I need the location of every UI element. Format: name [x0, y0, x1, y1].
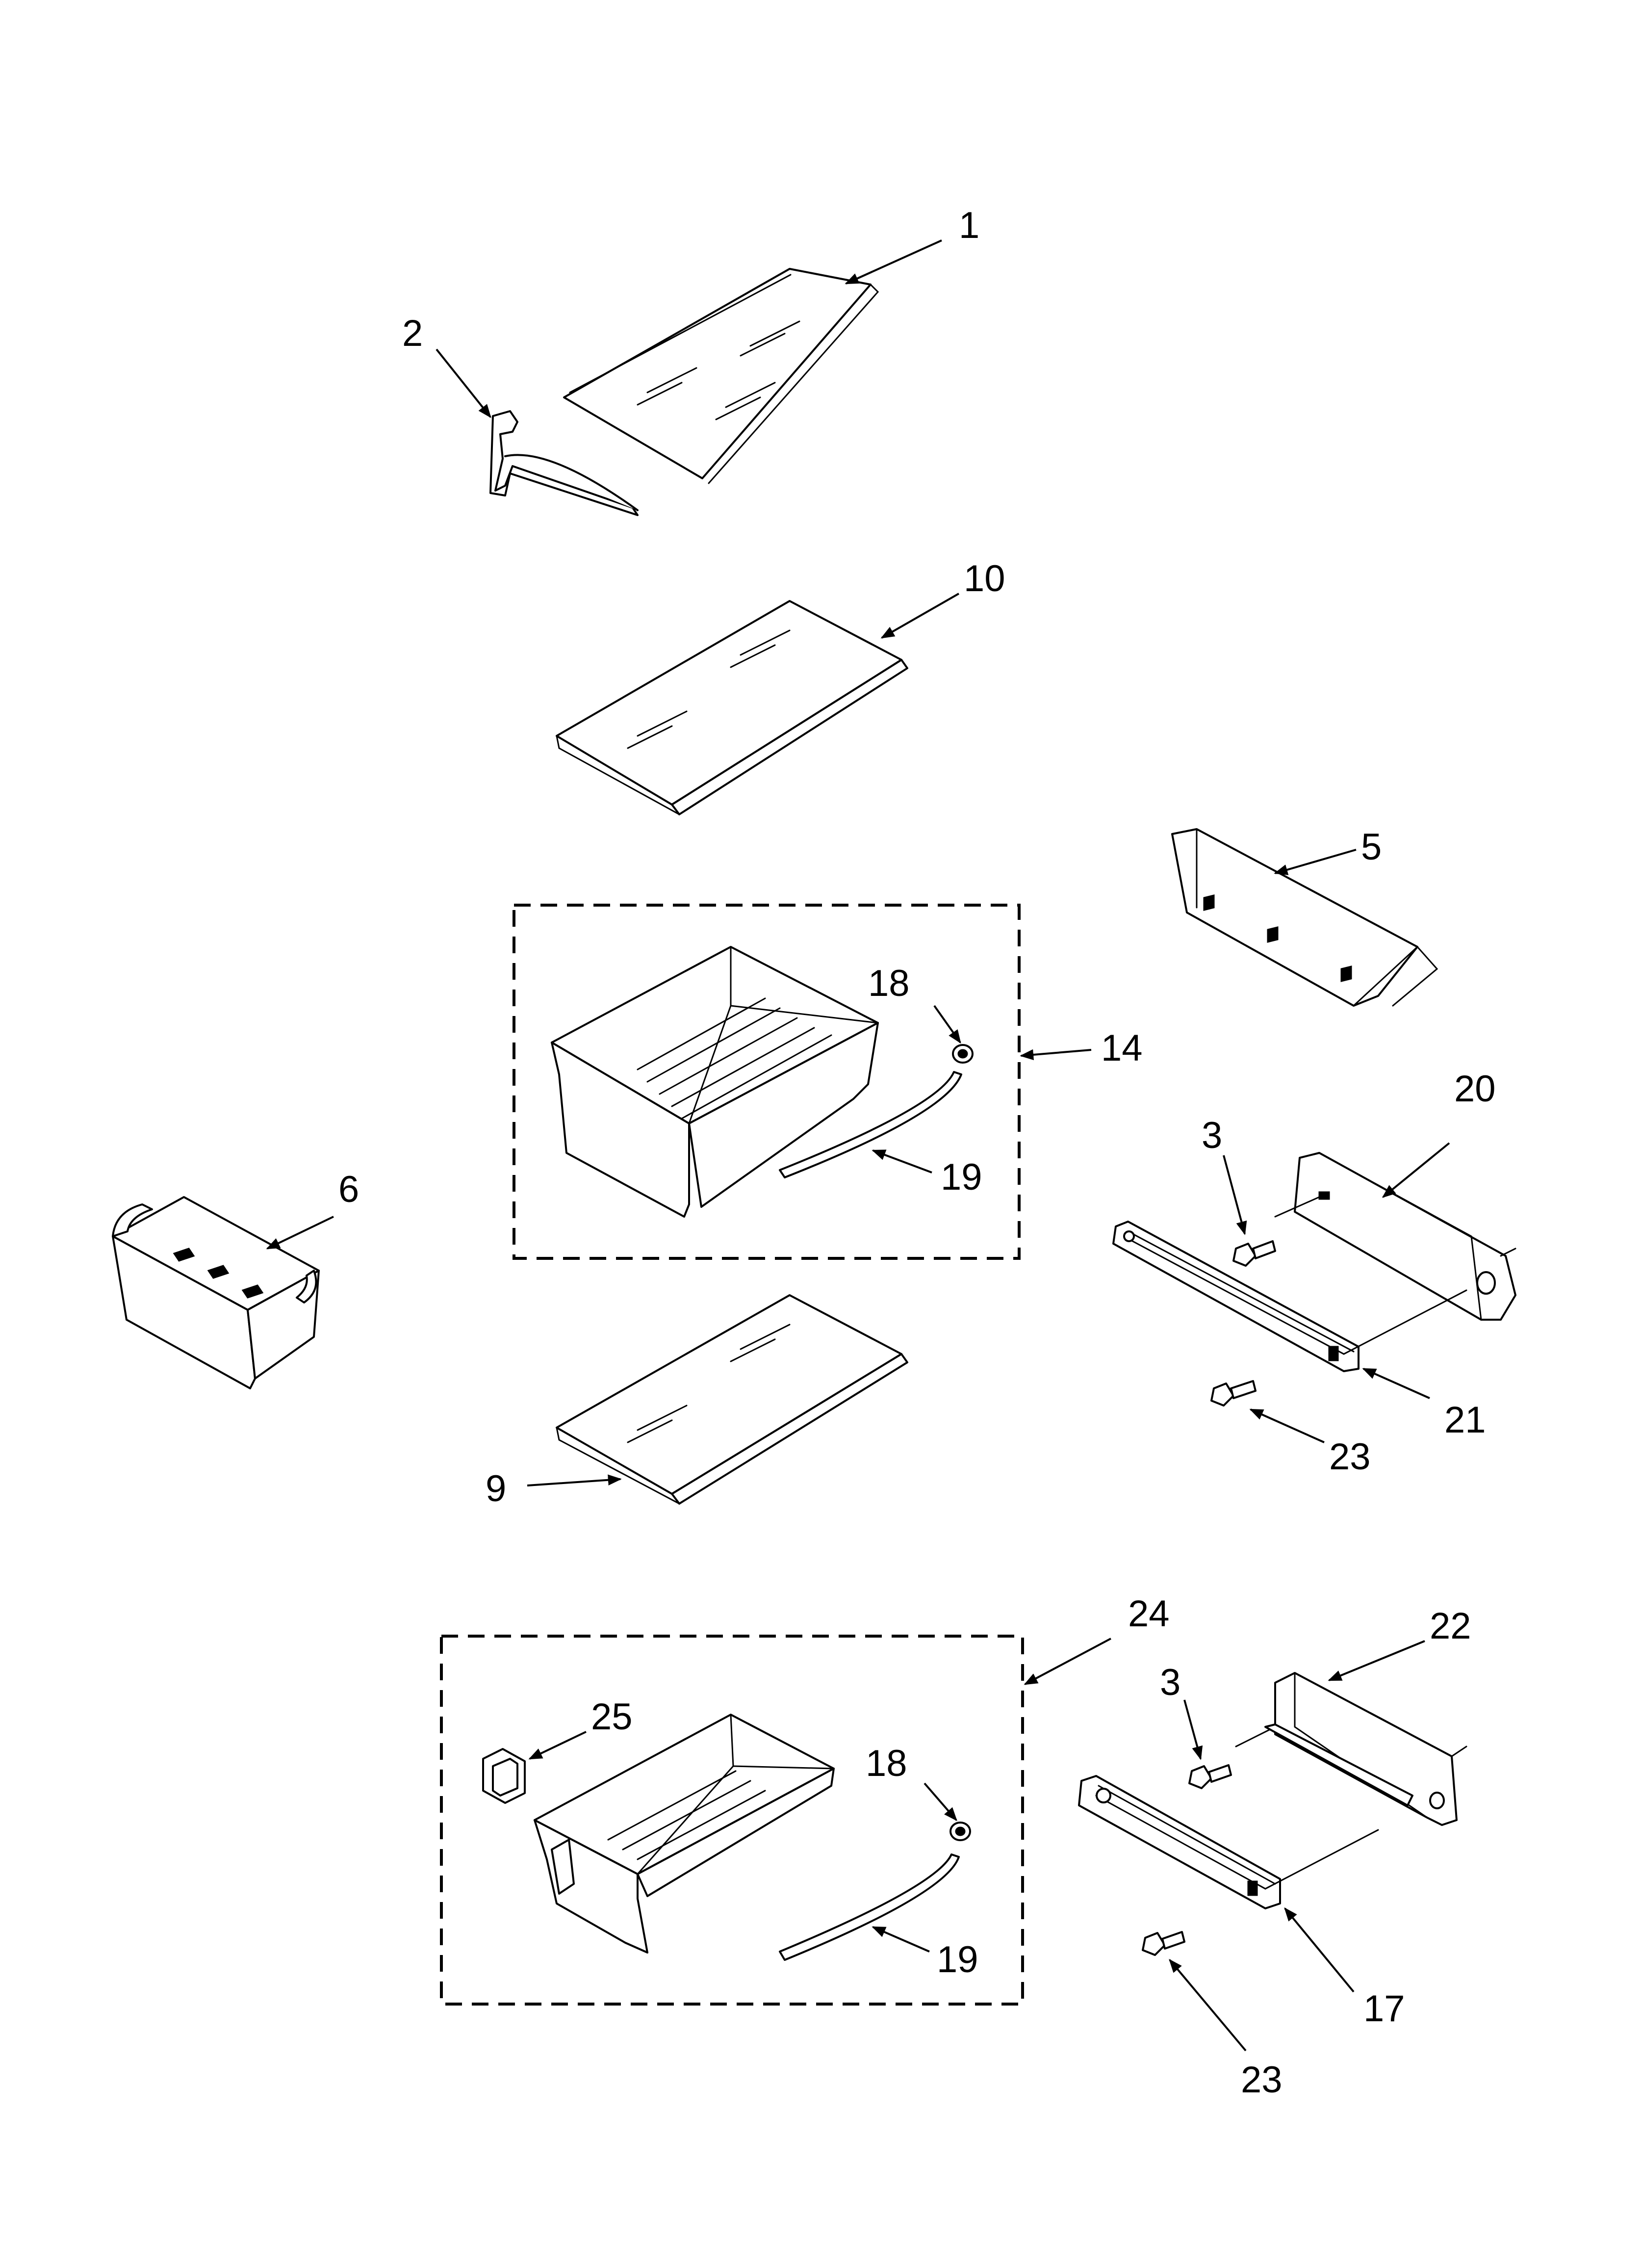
callout-10: 10	[964, 558, 1005, 600]
callout-18-lower: 18	[866, 1743, 907, 1784]
callout-17: 17	[1363, 1988, 1405, 2030]
drawer-slide-rail-upper	[1112, 1196, 1467, 1372]
screw-lower-23	[1142, 1931, 1185, 1956]
callout-19-lower: 19	[937, 1939, 978, 1981]
callout-3-upper: 3	[1202, 1115, 1222, 1156]
callout-leaders	[266, 239, 1450, 2052]
callout-23-lower: 23	[1241, 2059, 1283, 2101]
callout-20: 20	[1454, 1068, 1496, 1110]
shelf-bracket	[489, 410, 639, 516]
callout-22: 22	[1430, 1605, 1471, 1647]
grommet-top	[952, 1044, 974, 1064]
drawer-slide-rail-lower	[1078, 1728, 1379, 1909]
drain-tube-top	[779, 1071, 962, 1178]
callout-19-upper: 19	[941, 1156, 982, 1198]
callout-6: 6	[338, 1169, 359, 1210]
glass-shelf-middle	[556, 600, 908, 815]
callout-1: 1	[959, 205, 979, 246]
callout-21: 21	[1444, 1399, 1486, 1441]
door-bin	[112, 1196, 320, 1389]
drawer-bracket-upper	[1294, 1152, 1516, 1321]
callout-14: 14	[1101, 1027, 1143, 1069]
crisper-drawer	[551, 946, 879, 1218]
glass-shelf-top	[563, 268, 879, 484]
callout-23-upper: 23	[1329, 1436, 1371, 1478]
basket-clip	[482, 1748, 526, 1804]
screw-upper-3	[1232, 1240, 1276, 1267]
drawer-bracket-lower	[1264, 1672, 1467, 1826]
callout-3-lower: 3	[1160, 1662, 1180, 1703]
crisper-assembly-outline	[513, 904, 1021, 1260]
glass-shelf-lower	[556, 1294, 908, 1505]
callout-18-upper: 18	[868, 963, 910, 1004]
callout-24: 24	[1128, 1593, 1170, 1635]
callout-labels: 1 2 10 5 18 14 20 6 19 3 21 23 9 24 22 2…	[338, 205, 1496, 2101]
crisper-cover	[1171, 828, 1438, 1007]
callout-9: 9	[486, 1468, 506, 1510]
callout-2: 2	[402, 313, 423, 354]
grommet-bottom	[949, 1822, 971, 1841]
screw-upper-23	[1210, 1380, 1257, 1407]
callout-25: 25	[591, 1696, 633, 1738]
freezer-basket	[534, 1714, 835, 1954]
callout-5: 5	[1361, 826, 1382, 868]
screw-lower-3	[1188, 1764, 1232, 1789]
drain-tube-bottom	[779, 1853, 960, 1961]
